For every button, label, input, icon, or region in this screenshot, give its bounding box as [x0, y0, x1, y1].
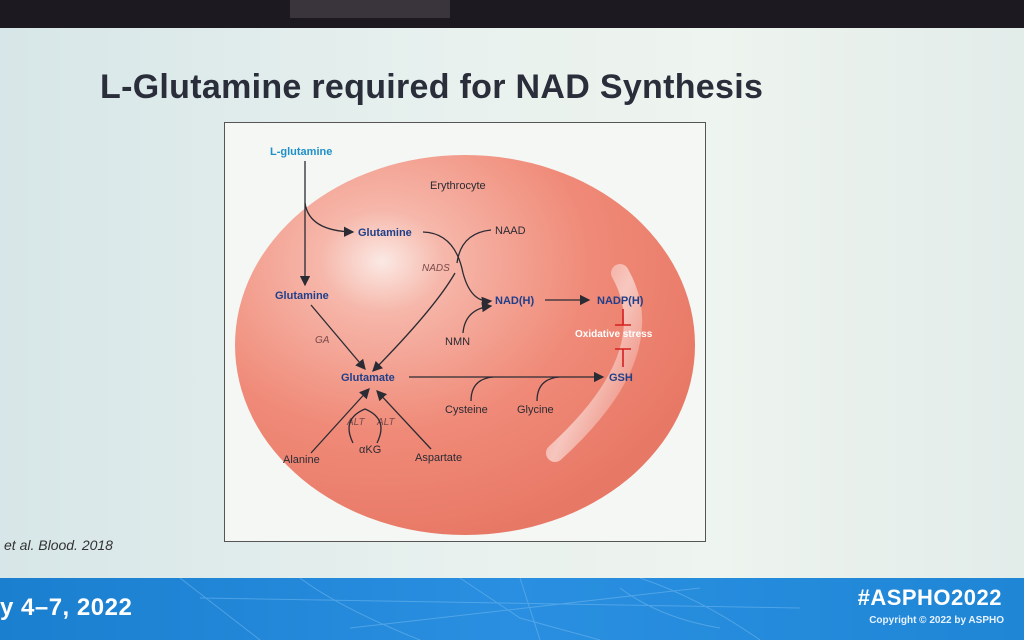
arrow-aspartate-to-glutamate	[376, 390, 432, 450]
glutamine-left-label: Glutamine	[275, 290, 329, 302]
citation: et al. Blood. 2018	[4, 537, 113, 553]
ga-label: GA	[315, 335, 330, 346]
gsh-label: GSH	[609, 372, 633, 384]
projector-hardware	[290, 0, 450, 18]
arrow-glutamine-to-glutamate	[310, 304, 366, 370]
pathway-diagram: Erythrocyte L-glutamine Glutamine Glutam…	[235, 146, 695, 535]
arrow-glycine-join	[536, 376, 560, 402]
l-glutamine-label: L-glutamine	[270, 146, 332, 158]
naad-label: NAAD	[495, 225, 526, 237]
footer-map-pattern	[179, 578, 801, 640]
arrow-naad-curve	[456, 229, 492, 264]
akg-label: αKG	[359, 444, 381, 456]
nmn-label: NMN	[445, 336, 470, 348]
cell-highlight	[546, 264, 642, 462]
nadh-label: NAD(H)	[495, 295, 534, 307]
pathway-figure: Erythrocyte L-glutamine Glutamine Glutam…	[224, 122, 706, 542]
inhibition-gsh-oxidative	[615, 348, 631, 367]
conference-dates: y 4–7, 2022	[0, 594, 133, 621]
alt-right-label: ALT	[376, 417, 395, 428]
projector-dark-border	[0, 0, 1024, 30]
arrow-glutamine-nads-curve	[422, 231, 493, 308]
copyright-notice: Copyright © 2022 by ASPHO	[869, 615, 1004, 626]
oxidative-stress-label: Oxidative stress	[575, 329, 653, 340]
nadph-label: NADP(H)	[597, 295, 644, 307]
conference-hashtag: #ASPHO2022	[857, 585, 1002, 610]
nads-label: NADS	[422, 263, 450, 274]
arrow-nads-to-glutamate	[372, 272, 456, 372]
alt-left-label: ALT	[346, 417, 365, 428]
inhibition-nadph-oxidative	[615, 309, 631, 326]
arrow-akg-loop	[348, 408, 382, 444]
glycine-label: Glycine	[517, 404, 554, 416]
arrow-lglutamine-to-glutamine	[304, 202, 355, 237]
arrow-alanine-to-glutamate	[310, 388, 370, 454]
alanine-label: Alanine	[283, 454, 320, 466]
arrow-cysteine-join	[470, 376, 494, 402]
presentation-slide: L-Glutamine required for NAD Synthesis	[0, 28, 1024, 640]
erythrocyte-label: Erythrocyte	[430, 180, 486, 192]
glutamine-top-label: Glutamine	[358, 227, 412, 239]
cysteine-label: Cysteine	[445, 404, 488, 416]
aspartate-label: Aspartate	[415, 452, 462, 464]
conference-footer: y 4–7, 2022 #ASPHO2022 Copyright © 2022 …	[0, 578, 1024, 640]
glutamate-label: Glutamate	[341, 372, 395, 384]
slide-title: L-Glutamine required for NAD Synthesis	[100, 68, 764, 106]
arrow-nmn-to-nad	[462, 301, 493, 334]
